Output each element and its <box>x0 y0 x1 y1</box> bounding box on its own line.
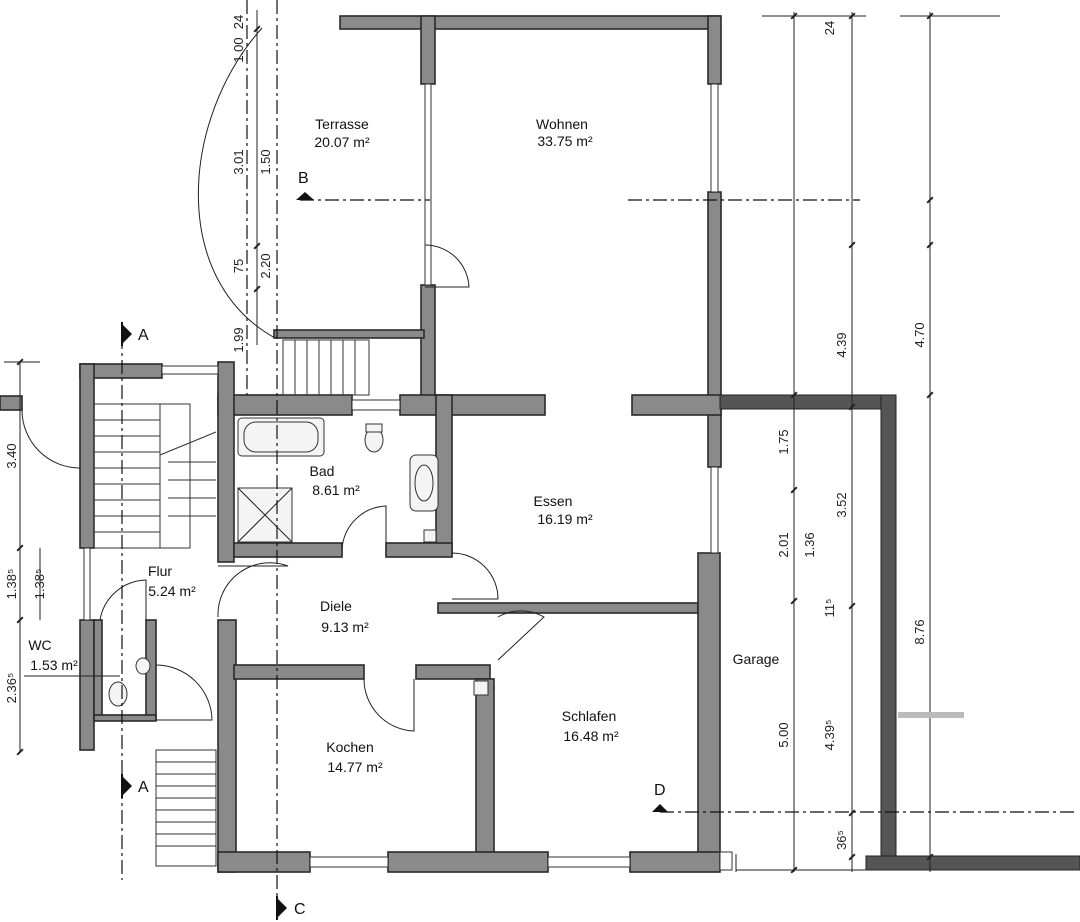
room-area: 16.48 m² <box>563 728 619 744</box>
dim-r1-500: 5.00 <box>776 722 791 747</box>
section-mark-c: C <box>276 896 306 920</box>
room-area: 8.61 m² <box>312 482 360 498</box>
dim-top-301: 3.01 <box>231 149 246 174</box>
fixtures <box>108 417 489 707</box>
stairs <box>93 339 370 867</box>
section-mark-d: D <box>652 782 668 812</box>
room-terrasse: Terrasse 20.07 m² <box>314 116 370 150</box>
room-name: Essen <box>534 493 573 509</box>
room-area: 33.75 m² <box>537 133 593 149</box>
dim-left-138a: 1.38⁵ <box>4 569 19 600</box>
room-name: Diele <box>320 598 352 614</box>
room-name: WC <box>28 637 51 653</box>
room-name: Bad <box>310 463 335 479</box>
dim-r2-24: 24 <box>822 21 837 35</box>
dim-r3-876: 8.76 <box>912 619 927 644</box>
room-essen: Essen 16.19 m² <box>534 493 593 527</box>
dim-left-340: 3.40 <box>4 443 19 468</box>
room-area: 16.19 m² <box>537 511 593 527</box>
room-name: Terrasse <box>315 116 369 132</box>
wc-basin <box>135 657 151 675</box>
dim-left-236: 2.36⁵ <box>4 673 19 704</box>
section-mark-a-top: A <box>121 322 149 346</box>
svg-text:A: A <box>138 327 149 344</box>
svg-text:B: B <box>298 170 309 187</box>
dim-top-150: 1.50 <box>258 149 273 174</box>
room-wohnen: Wohnen 33.75 m² <box>536 116 593 149</box>
room-area: 5.24 m² <box>148 583 196 599</box>
room-area: 20.07 m² <box>314 134 370 150</box>
wc-toilet <box>108 681 128 707</box>
room-bad: Bad 8.61 m² <box>310 463 361 498</box>
room-name: Kochen <box>326 739 373 755</box>
room-wc: WC 1.53 m² <box>24 637 120 677</box>
dim-top-24: 24 <box>231 15 246 29</box>
room-schlafen: Schlafen 16.48 m² <box>562 708 619 744</box>
room-name: Schlafen <box>562 708 616 724</box>
dim-r2-439b: 4.39 <box>834 332 849 357</box>
dim-top-199: 1.99 <box>231 327 246 352</box>
windows <box>83 83 719 868</box>
dim-top-100: 1.00 <box>231 37 246 62</box>
room-flur: Flur 5.24 m² <box>148 563 196 599</box>
dim-r2-439: 4.39⁵ <box>822 720 837 751</box>
doors <box>21 244 545 732</box>
dim-top-220: 2.20 <box>258 253 273 278</box>
room-name: Flur <box>148 563 172 579</box>
dimension-lines <box>4 10 1080 874</box>
room-kochen: Kochen 14.77 m² <box>326 739 383 775</box>
section-mark-b: B <box>296 170 314 200</box>
room-area: 9.13 m² <box>321 619 369 635</box>
walls <box>0 15 1080 873</box>
dimension-labels: 24 1.00 3.01 1.50 75 2.20 1.99 3.40 1.38… <box>4 15 927 850</box>
room-area: 1.53 m² <box>30 657 78 673</box>
dim-r2-115: 11⁵ <box>822 599 837 618</box>
dim-r1-175: 1.75 <box>776 429 791 454</box>
eave-mark <box>898 712 964 718</box>
section-mark-a-bottom: A <box>121 774 149 798</box>
dim-left-138b: 1.38⁵ <box>32 569 47 600</box>
garage-post <box>719 851 733 871</box>
room-garage: Garage <box>733 651 780 667</box>
svg-text:A: A <box>138 779 149 796</box>
room-area: 14.77 m² <box>327 759 383 775</box>
room-diele: Diele 9.13 m² <box>320 598 369 635</box>
room-name: Garage <box>733 651 780 667</box>
dim-r3-470: 4.70 <box>912 322 927 347</box>
dim-r1-201: 2.01 <box>776 532 791 557</box>
dim-r2-352: 3.52 <box>834 492 849 517</box>
dim-top-75: 75 <box>231 259 246 273</box>
dim-r2-136: 1.36 <box>802 532 817 557</box>
room-name: Wohnen <box>536 116 588 132</box>
dim-r2-365: 36⁵ <box>834 830 849 850</box>
svg-text:D: D <box>654 782 666 799</box>
svg-text:C: C <box>294 901 306 918</box>
